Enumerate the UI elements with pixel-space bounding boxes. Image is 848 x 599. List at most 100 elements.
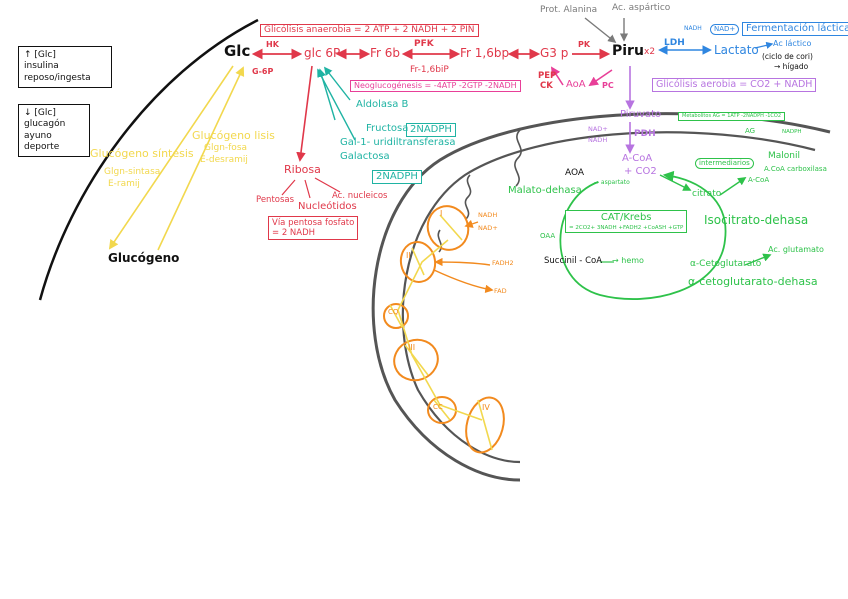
etc-label-CQ: CQ: [388, 309, 398, 316]
etc-label-IV: IV: [482, 404, 490, 412]
glucogeno-sintesis-label: Glucógeno síntesis: [90, 148, 194, 159]
krebs-acoa2-label: A-CoA: [748, 177, 769, 184]
glucolisis-aerobia-box: Glicólisis aerobia = CO2 + NADH: [652, 78, 816, 92]
glucogeno-label: Glucógeno: [108, 252, 179, 264]
note-low-line-2: glucagón: [24, 119, 84, 130]
arrow-ribosa-pentosas: [282, 180, 295, 195]
fermentacion-box: Fermentación láctica: [742, 22, 848, 36]
krebs-title: CAT/Krebs: [569, 212, 683, 225]
nad-blue-label: NAD+: [710, 24, 739, 35]
arrow-fadh2-complex2: [436, 262, 490, 265]
note-high-glucose: ↑ [Glc] insulina reposo/ingesta: [18, 46, 112, 88]
nadph-box-1: 2NADPH: [406, 123, 456, 137]
krebs-citrato-label: citrato: [692, 190, 721, 199]
arrow-fad: [434, 270, 492, 290]
pep-label: PEP: [538, 72, 556, 81]
arrow-aldolasa: [325, 68, 350, 100]
ribosa-label: Ribosa: [284, 164, 321, 175]
krebs-formula: = 2CO2+ 3NADH +FADH2 +CoASH +GTP: [569, 225, 683, 232]
krebs-malato-label: Malato-dehasa: [508, 186, 582, 196]
pentosas-label: Pentosas: [256, 196, 294, 205]
acetil-coa-label: A-CoA: [622, 154, 652, 164]
arrow-alanina: [585, 18, 615, 42]
krebs-nadph-label: NADPH: [782, 130, 802, 136]
glc-label: Glc: [224, 44, 250, 59]
metabolitos-ag-box: Metabolitos AG = 1ATP -2NADPH -1CO2: [678, 112, 785, 121]
krebs-akg-dh-label: α-cetoglutarato-dehasa: [688, 276, 818, 287]
piru-label: Piru: [612, 44, 644, 58]
krebs-oaa-label: OAA: [540, 233, 555, 240]
ac-lactico-label: Ac láctico: [773, 40, 811, 48]
g6pase-label: G-6P: [252, 68, 273, 76]
krebs-ag-label: AG: [745, 128, 755, 135]
arrow-ribosa-acnucleicos: [315, 178, 340, 192]
piruvato-label: Piruvato: [620, 110, 661, 120]
nadh-in-label: NADH: [588, 137, 607, 144]
mitochondrion-outer-membrane: [373, 114, 830, 480]
krebs-acoa-carb-label: A.CoA carboxilasa: [764, 166, 827, 173]
note-low-line-4: deporte: [24, 142, 84, 153]
glucogeno-lisis-label: Glucógeno lisis: [192, 130, 275, 141]
pdh-label: PDH: [634, 130, 656, 139]
etc-label-II: II: [406, 252, 411, 260]
nucleotidos-label: Nucleótidos: [298, 202, 357, 212]
e-ramij-label: E-ramij: [108, 180, 140, 189]
note-high-line-1: ↑ [Glc]: [24, 50, 106, 61]
krebs-aoa-label: AOA: [565, 169, 584, 178]
galactosa-label: Galactosa: [340, 152, 390, 162]
krebs-succinil-label: Succinil - CoA: [544, 257, 602, 266]
ck-label: CK: [540, 82, 553, 91]
ldh-label: LDH: [664, 39, 685, 48]
via-pentosa-line-1: Vía pentosa fosfato: [272, 218, 354, 228]
pfk-label: PFK: [414, 40, 434, 49]
note-low-line-3: ayuno: [24, 131, 84, 142]
krebs-hemo-label: → hemo: [612, 257, 644, 265]
g3p-label: G3 p: [540, 47, 568, 59]
note-low-line-1: ↓ [Glc]: [24, 108, 84, 119]
krebs-aspartato-label: → aspartato: [594, 180, 630, 186]
fr16bip-label: Fr-1,6biP: [410, 66, 449, 75]
nadh-blue-label: NADH: [684, 26, 702, 32]
lactato-label: Lactato: [714, 44, 759, 56]
prot-alanina-label: Prot. Alanina: [540, 6, 597, 15]
co2-label: + CO2: [624, 167, 657, 177]
etc-fad-label: FAD: [494, 288, 507, 295]
via-pentosa-line-2: = 2 NADH: [272, 228, 354, 238]
etc-fadh2-label: FADH2: [492, 260, 514, 267]
f16bp-label: Fr 1,6bp: [460, 47, 509, 59]
pk-label: PK: [578, 41, 590, 49]
etc-label-CC: CC: [433, 404, 443, 411]
krebs-box: CAT/Krebs = 2CO2+ 3NADH +FADH2 +CoASH +G…: [565, 210, 687, 233]
note-low-glucose: ↓ [Glc] glucagón ayuno deporte: [18, 104, 90, 157]
pc-label: PC: [602, 82, 614, 90]
intermediarios-box: intermediarios: [695, 158, 754, 169]
aldolasa-label: Aldolasa B: [356, 100, 408, 110]
ac-aspartico-label: Ac. aspártico: [612, 4, 670, 13]
glgn-sintasa-label: Glgn-sintasa: [104, 168, 160, 177]
g6p-label: glc 6P: [304, 47, 340, 59]
note-high-line-3: reposo/ingesta: [24, 73, 106, 84]
krebs-glutamato-label: Ac. glutamato: [768, 246, 824, 254]
etc-nad-label: NAD+: [478, 225, 498, 232]
neoglucogenesis-box: Neoglucogénesis = -4ATP -2GTP -2NADH: [350, 80, 521, 92]
gal1-label: Gal-1- uridiltransferasa: [340, 138, 456, 148]
glucolisis-anaerobia-box: Glicólisis anaerobia = 2 ATP + 2 NADH + …: [260, 24, 479, 37]
nad-in-label: NAD+: [588, 126, 608, 133]
arrow-g6p-ribosa: [300, 66, 312, 160]
via-pentosa-box: Vía pentosa fosfato = 2 NADH: [268, 216, 358, 240]
e-desramij-label: E-desramij: [200, 156, 248, 165]
nadph-box-2: 2NADPH: [372, 170, 422, 184]
etc-nadh-label: NADH: [478, 212, 497, 219]
ciclo-cori-label-1: (ciclo de cori): [762, 53, 813, 61]
note-high-line-2: insulina: [24, 61, 106, 72]
arrow-citrato-ag: [720, 178, 745, 195]
x2-label: x2: [644, 48, 655, 57]
arrow-ribosa-nucleotidos: [305, 180, 310, 198]
f6p-label: Fr 6b: [370, 47, 400, 59]
fructosa-label: Fructosa: [366, 124, 408, 134]
glgn-fosa-label: Glgn-fosa: [204, 144, 247, 153]
krebs-isocitrato-label: Isocitrato-dehasa: [704, 214, 808, 226]
aoa-label: AoA: [566, 80, 586, 90]
ac-nucleicos-label: Ac. nucleicos: [332, 192, 387, 201]
etc-label-I: I: [440, 210, 442, 218]
